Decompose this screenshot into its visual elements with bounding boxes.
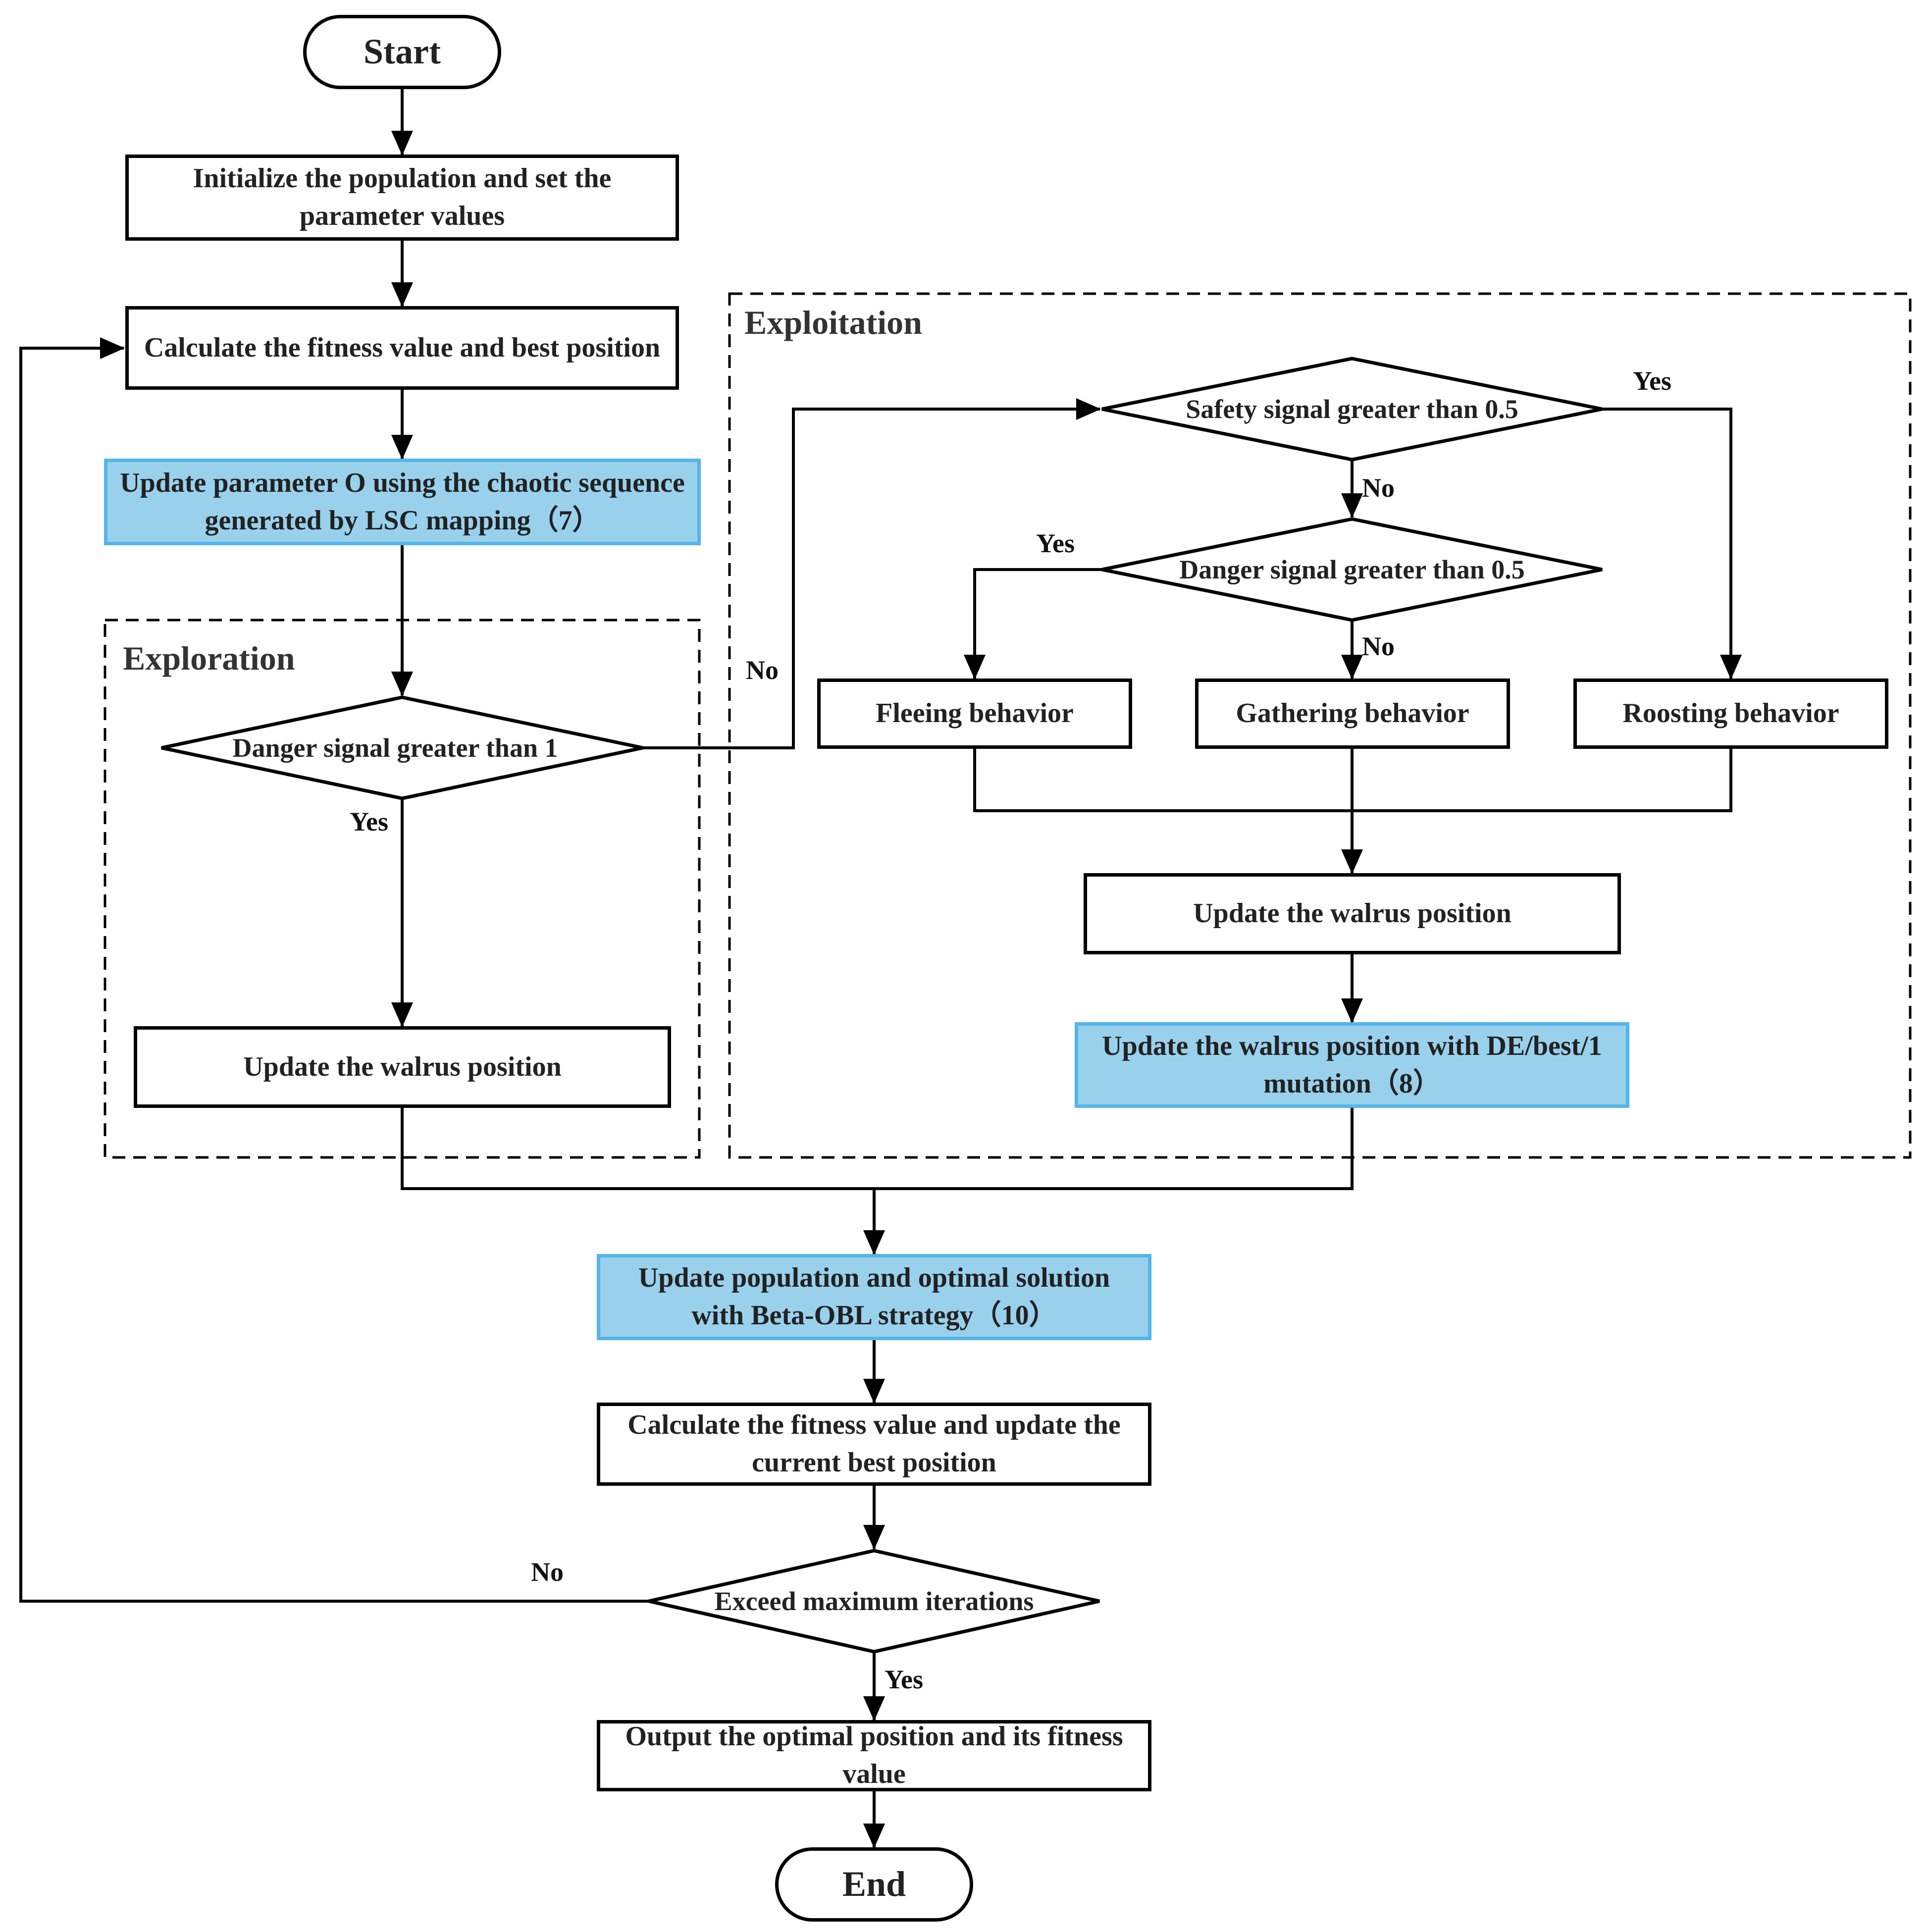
danger-gt1-yes-label: Yes — [350, 807, 388, 836]
start-terminal: Start — [303, 15, 501, 89]
exploitation-group-frame — [728, 292, 1912, 1159]
edge-danger05-yes — [964, 568, 1102, 679]
safety-no-label: No — [1362, 473, 1395, 503]
end-terminal: End — [775, 1847, 973, 1922]
calc-fitness-box: Calculate the fitness value and best pos… — [125, 306, 679, 390]
update-walrus-exploitation-box: Update the walrus position — [1084, 873, 1621, 954]
update-walrus-exploration-box: Update the walrus position — [134, 1026, 671, 1108]
init-population-box: Initialize the population and set the pa… — [125, 155, 679, 241]
update-beta-obl-box: Update population and optimal solution w… — [597, 1254, 1151, 1340]
danger-gt1-text: Danger signal greater than 1 — [232, 732, 558, 763]
roosting-behavior-box: Roosting behavior — [1573, 679, 1888, 749]
danger-gt1-no-label: No — [746, 655, 779, 685]
exceed-yes-label: Yes — [885, 1665, 923, 1694]
danger-gt05-no-label: No — [1362, 631, 1395, 661]
edge-exceed-no — [19, 337, 649, 1603]
danger-gt05-text: Danger signal greater than 0.5 — [1179, 554, 1525, 584]
danger-gt05-yes-label: Yes — [1036, 528, 1075, 558]
exceed-max-text: Exceed maximum iterations — [714, 1586, 1034, 1616]
edge-explore-merge — [401, 1108, 1354, 1190]
output-optimal-box: Output the optimal position and its fitn… — [597, 1720, 1151, 1791]
safety-yes-label: Yes — [1633, 366, 1671, 396]
update-parameter-box: Update parameter O using the chaotic seq… — [104, 459, 701, 545]
safety-gt05-text: Safety signal greater than 0.5 — [1186, 394, 1518, 424]
edge-danger1-no — [643, 398, 1101, 749]
edge-safety-yes — [1602, 408, 1742, 679]
calc-update-best-box: Calculate the fitness value and update t… — [597, 1403, 1151, 1486]
gathering-behavior-box: Gathering behavior — [1195, 679, 1510, 749]
exceed-no-label: No — [531, 1557, 564, 1587]
update-de-mutation-box: Update the walrus position with DE/best/… — [1075, 1022, 1629, 1108]
exploitation-group-label: Exploitation — [744, 304, 922, 341]
fleeing-behavior-box: Fleeing behavior — [817, 679, 1132, 749]
exploration-group-label: Exploration — [123, 639, 295, 677]
